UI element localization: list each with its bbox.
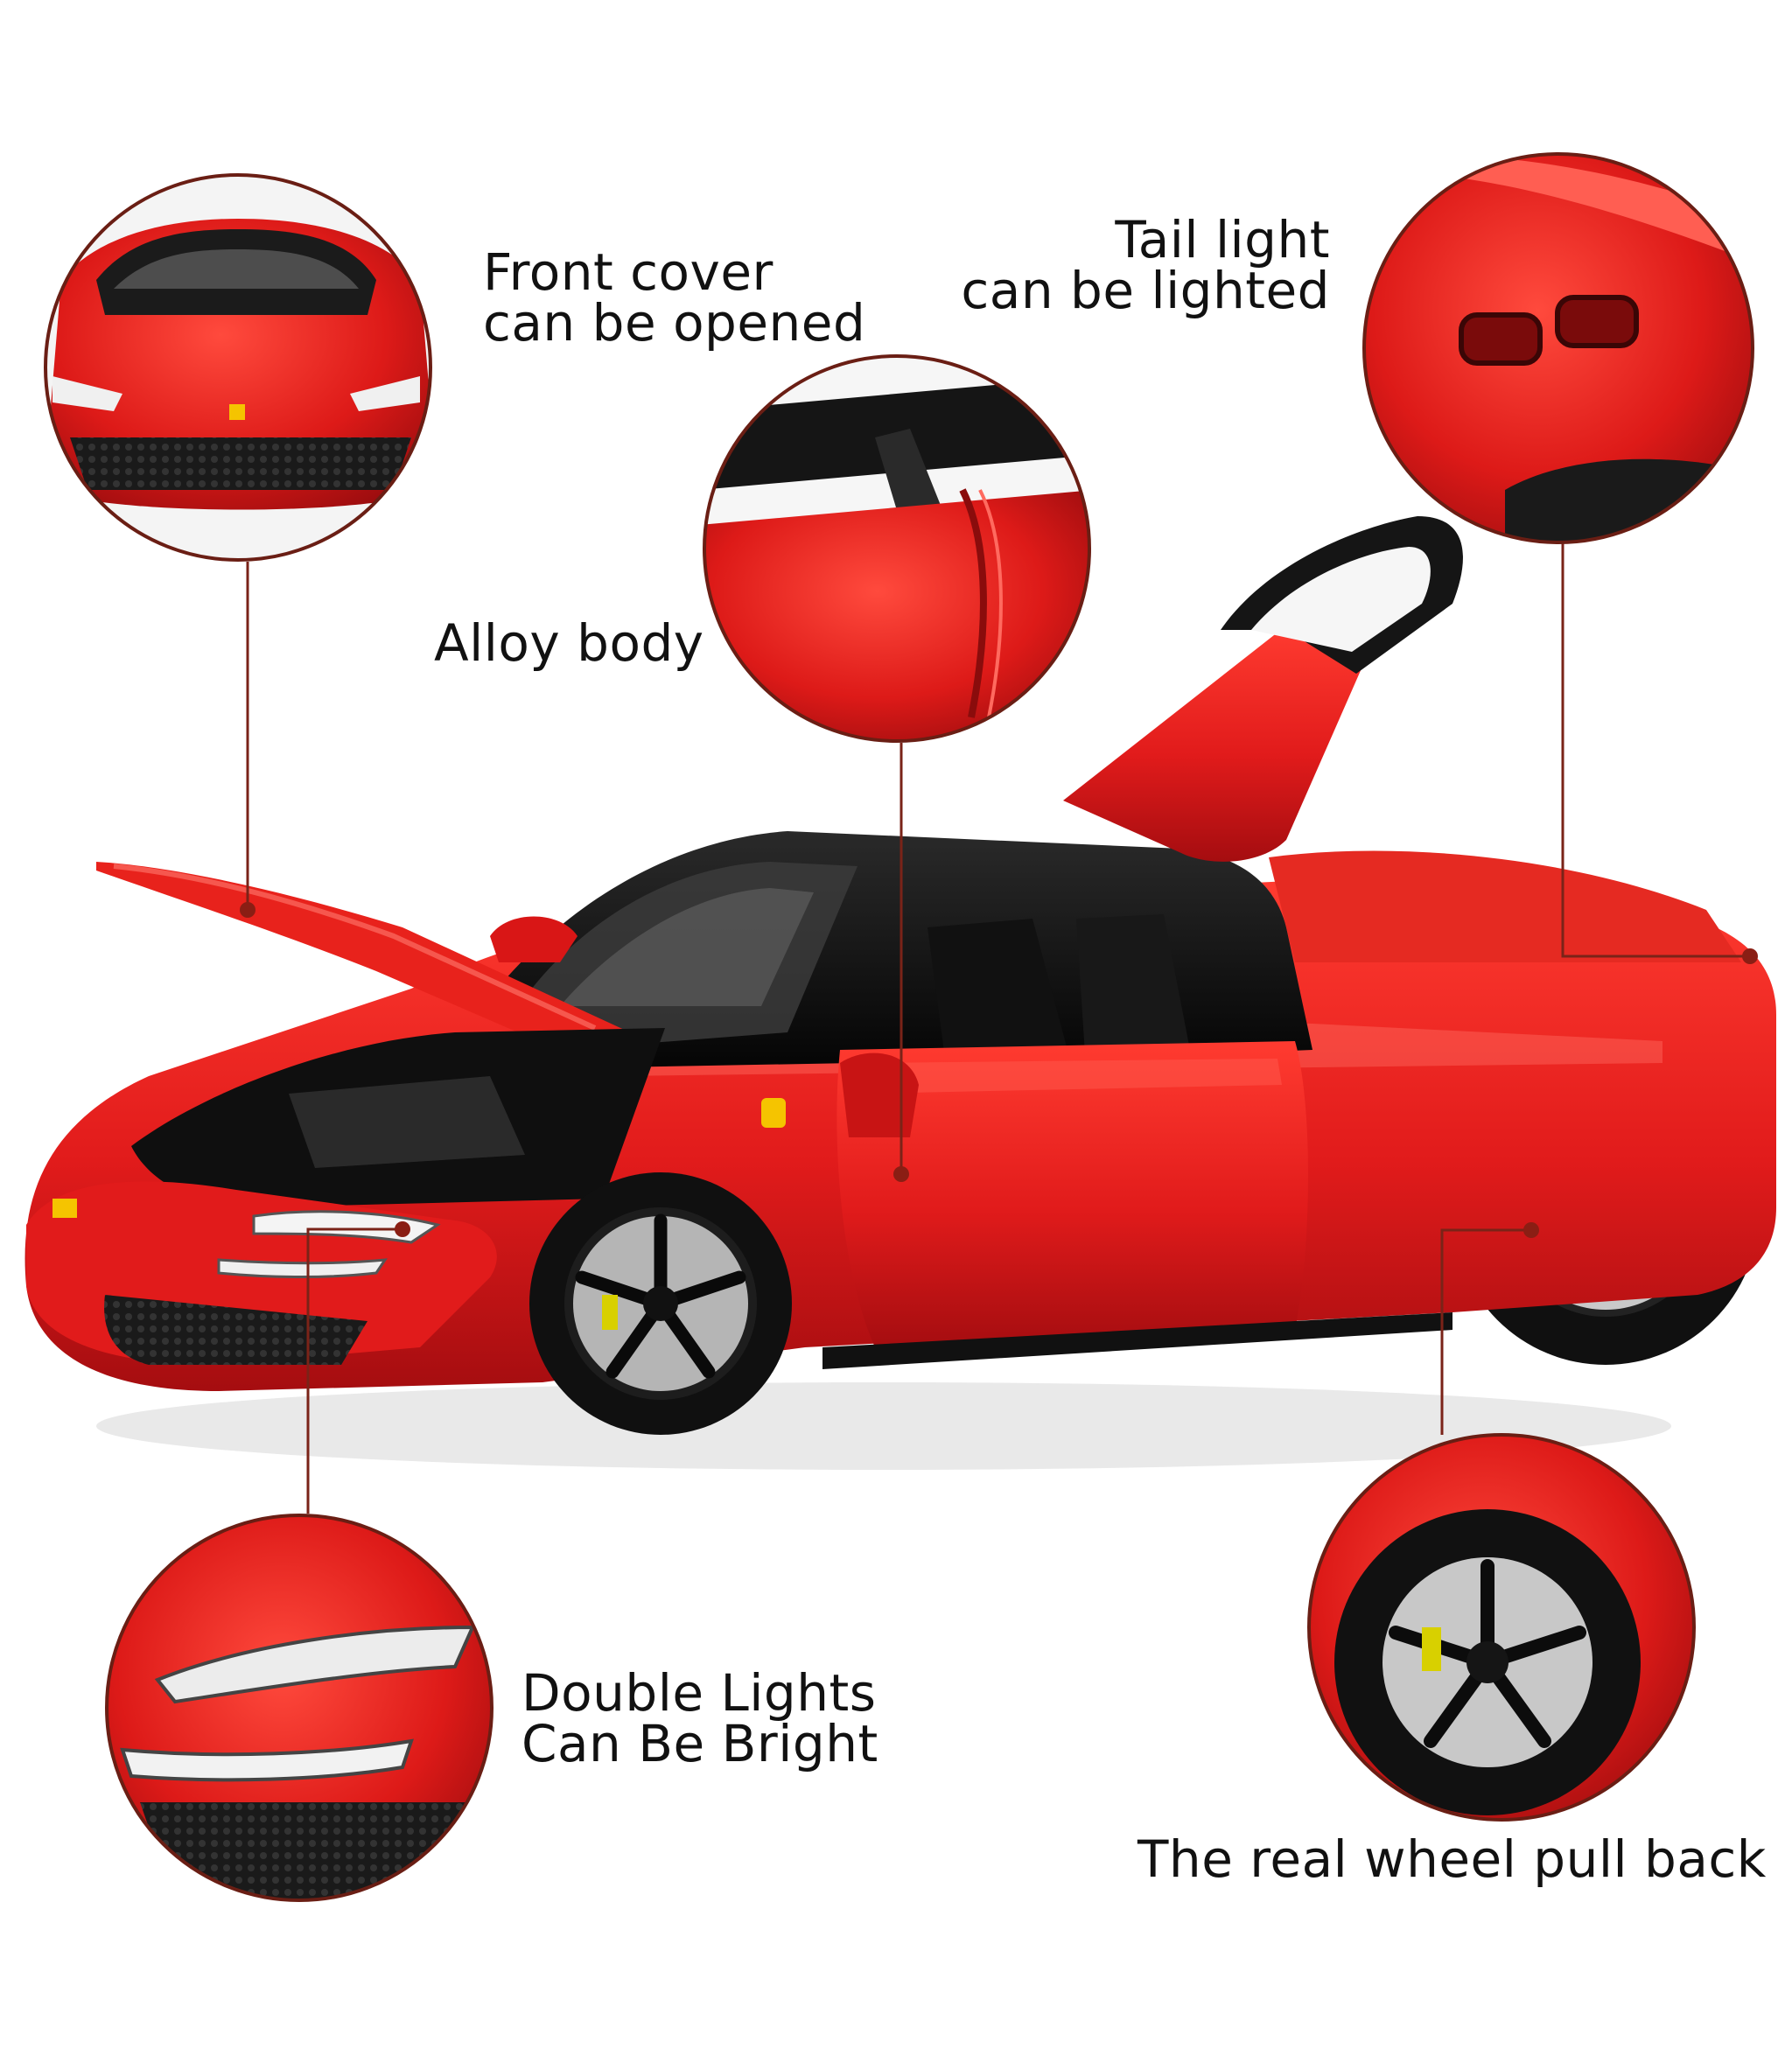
front-cover-label-line2: can be opened [483,293,866,353]
zoom-circle-front-cover [44,173,432,562]
zoom-circle-alloy-body [703,354,1091,743]
callout-dots [240,902,1758,1238]
zoom-circle-wheel [1307,1433,1696,1822]
double-lights-label-line1: Double Lights [522,1663,877,1723]
front-cover-label-line1: Front cover [483,242,774,302]
tail-light-label-line2: can be lighted [961,261,1330,320]
zoom-circle-double-lights [105,1514,494,1902]
wheel-label: The real wheel pull back [1138,1829,1767,1889]
double-lights-label-line2: Can Be Bright [522,1714,878,1773]
front-wheel [529,1172,792,1435]
zoom-circle-tail-light [1362,152,1754,544]
double-lights-label: Double Lights Can Be Bright [522,1668,878,1769]
front-cover-label: Front cover can be opened [483,247,865,348]
tail-light-label-line1: Tail light [1115,210,1330,269]
tail-light-label: Tail light can be lighted [945,214,1330,316]
car-shadow [96,1382,1671,1470]
callout-lines [246,542,1750,1514]
alloy-body-label: Alloy body [434,613,704,673]
